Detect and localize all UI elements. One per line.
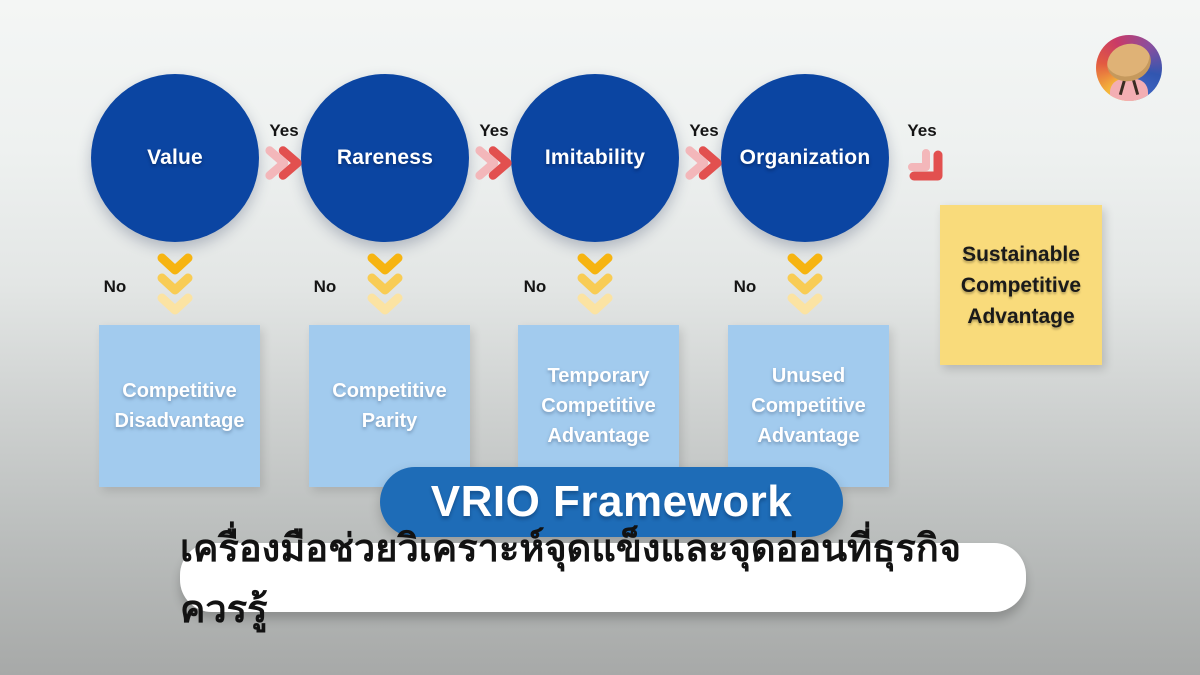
yes-connector-1: Yes bbox=[260, 121, 308, 184]
no-label-text: No bbox=[313, 277, 337, 296]
avatar-hat bbox=[1102, 38, 1156, 87]
brand-avatar-icon bbox=[1096, 35, 1162, 101]
triple-chevron-down-icon bbox=[367, 253, 403, 315]
stage-label: Imitability bbox=[544, 146, 646, 169]
outcome-text: Temporary Competitive Advantage bbox=[541, 365, 656, 447]
final-outcome-text: Sustainable Competitive Advantage bbox=[960, 242, 1082, 328]
yes-label: Yes bbox=[907, 121, 937, 140]
triple-chevron-down-icon bbox=[577, 253, 613, 315]
outcome-box-competitive-parity: Competitive Parity bbox=[309, 325, 470, 487]
stage-label: Organization bbox=[739, 146, 871, 169]
yes-connector-3: Yes bbox=[680, 121, 728, 184]
yes-label: Yes bbox=[689, 121, 719, 140]
no-label: No bbox=[95, 277, 135, 297]
final-outcome-box-sustainable-advantage: Sustainable Competitive Advantage bbox=[940, 205, 1102, 365]
title-pill: VRIO Framework bbox=[380, 467, 843, 537]
no-label: No bbox=[725, 277, 765, 297]
triple-chevron-down-icon bbox=[157, 253, 193, 315]
corner-turn-down-icon bbox=[908, 149, 943, 181]
stage-circle-organization: Organization bbox=[721, 74, 889, 242]
outcome-box-temporary-advantage: Temporary Competitive Advantage bbox=[518, 325, 679, 487]
avatar-shirt bbox=[1110, 79, 1148, 101]
double-chevron-right-icon bbox=[685, 146, 722, 180]
no-label-text: No bbox=[523, 277, 547, 296]
stage-circle-value: Value bbox=[91, 74, 259, 242]
double-chevron-right-icon bbox=[475, 146, 512, 180]
page-title: VRIO Framework bbox=[430, 477, 793, 526]
outcome-box-competitive-disadvantage: Competitive Disadvantage bbox=[99, 325, 260, 487]
stage-label: Rareness bbox=[336, 146, 434, 169]
triple-chevron-down-icon bbox=[787, 253, 823, 315]
outcome-text: Competitive Disadvantage bbox=[114, 380, 245, 432]
yes-connector-4: Yes bbox=[898, 121, 946, 188]
outcome-text: Competitive Parity bbox=[332, 380, 447, 432]
outcome-text: Unused Competitive Advantage bbox=[751, 365, 866, 447]
yes-label: Yes bbox=[479, 121, 509, 140]
stage-label: Value bbox=[147, 146, 203, 169]
no-label: No bbox=[305, 277, 345, 297]
outcome-box-unused-advantage: Unused Competitive Advantage bbox=[728, 325, 889, 487]
no-label-text: No bbox=[103, 277, 127, 296]
yes-connector-2: Yes bbox=[470, 121, 518, 184]
stage-circle-imitability: Imitability bbox=[511, 74, 679, 242]
subtitle-bar: เครื่องมือช่วยวิเคราะห์จุดแข็งและจุดอ่อน… bbox=[180, 528, 1026, 631]
subtitle-text: เครื่องมือช่วยวิเคราะห์จุดแข็งและจุดอ่อน… bbox=[180, 527, 962, 631]
no-label: No bbox=[515, 277, 555, 297]
no-label-text: No bbox=[733, 277, 757, 296]
double-chevron-right-icon bbox=[265, 146, 302, 180]
stage-circle-rareness: Rareness bbox=[301, 74, 469, 242]
yes-label: Yes bbox=[269, 121, 299, 140]
